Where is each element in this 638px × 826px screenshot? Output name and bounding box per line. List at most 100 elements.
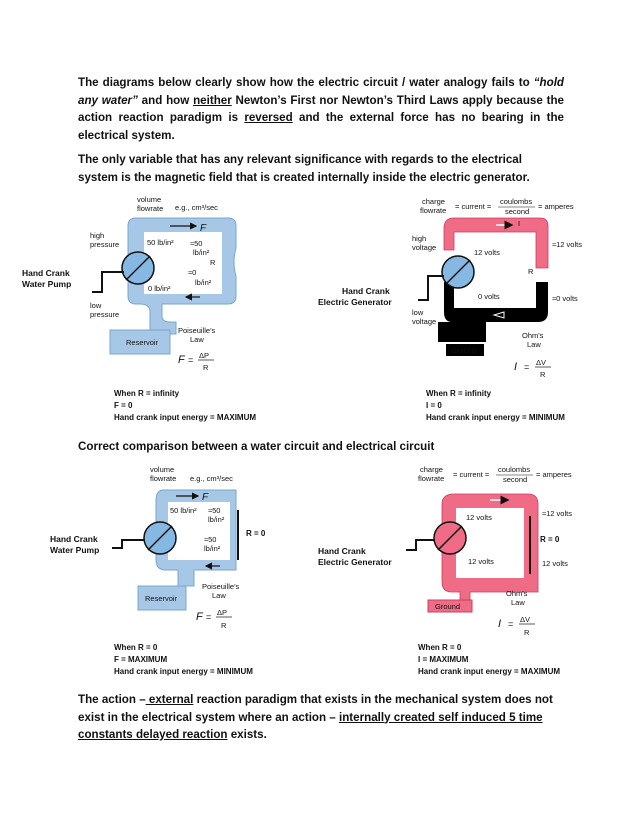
label-approx0: ≈0	[188, 268, 196, 277]
label-pump-1: Hand Crank	[50, 534, 98, 544]
intro-paragraph: The diagrams below clearly show how the …	[78, 76, 564, 142]
label-second: second	[503, 475, 527, 484]
label-r: R	[528, 267, 534, 276]
svg-text:=: =	[508, 619, 513, 629]
label-approx12v: ≈12 volts	[552, 240, 582, 249]
crank-handle-icon	[92, 271, 124, 293]
label-law-2: Law	[212, 591, 226, 600]
label-force: F	[202, 492, 209, 503]
label-approx50-unit: lb/in²	[193, 248, 210, 257]
label-pump-2: Water Pump	[22, 279, 71, 289]
label-approx50: ≈50	[208, 506, 220, 515]
label-12v-right: 12 volts	[542, 559, 568, 568]
label-approx12v: ≈12 volts	[542, 509, 572, 518]
label-reservoir: Reservoir	[126, 338, 159, 347]
wire-low	[438, 282, 548, 342]
wire-inner	[456, 508, 524, 578]
label-ground: Ground	[451, 346, 476, 355]
crank-handle-icon	[406, 539, 434, 551]
pump-rotor-icon	[147, 525, 173, 551]
label-gen-2: Electric Generator	[318, 297, 392, 307]
formula-lhs: I	[514, 361, 517, 373]
result-line-1: When R = infinity	[426, 389, 492, 398]
label-force: F	[200, 223, 207, 234]
ground-box	[427, 599, 473, 613]
label-volume: volume	[137, 195, 161, 204]
label-high: high	[412, 234, 426, 243]
label-p50: 50 lb/in²	[170, 506, 197, 515]
label-charge-flowrate: flowrate	[420, 206, 446, 215]
formula-lhs: F	[178, 354, 186, 366]
label-r0: R = 0	[246, 529, 266, 538]
label-current: I	[518, 219, 520, 228]
svg-text:=: =	[188, 355, 193, 365]
label-coulombs: coulombs	[498, 465, 530, 474]
result-line-2: F = 0	[114, 401, 133, 410]
comparison-heading: Correct comparison between a water circu…	[78, 440, 435, 453]
label-gen-2: Electric Generator	[318, 557, 392, 567]
pump-rotor-icon	[125, 255, 151, 281]
result-line-1: When R = 0	[418, 643, 462, 652]
formula-lhs: F	[196, 611, 204, 623]
label-eq: = current =	[455, 202, 492, 211]
reservoir	[109, 329, 171, 355]
water-circuit-top: volume flowrate e.g., cm³/sec F high pre…	[22, 195, 256, 422]
label-flowrate: flowrate	[137, 204, 163, 213]
label-coulombs: coulombs	[500, 197, 532, 206]
label-low-pressure: pressure	[90, 310, 119, 319]
label-ground: Ground	[435, 602, 460, 611]
label-approx50: ≈50	[190, 239, 202, 248]
label-second: second	[505, 207, 529, 216]
label-eq: = current =	[453, 470, 490, 479]
label-approx50b-unit: lb/in²	[204, 544, 221, 553]
formula-den: R	[221, 621, 227, 630]
formula-num: ΔV	[520, 615, 530, 624]
label-units: e.g., cm³/sec	[175, 203, 218, 212]
result-line-2: I = 0	[426, 401, 442, 410]
electric-circuit-bottom: charge flowrate = current = coulombs sec…	[318, 465, 572, 676]
result-line-3: Hand crank input energy = MAXIMUM	[114, 413, 256, 422]
return-arrow-icon	[492, 311, 505, 319]
label-12v-top: 12 volts	[466, 513, 492, 522]
label-r: R	[210, 258, 216, 267]
label-charge: charge	[422, 197, 445, 206]
formula-den: R	[540, 370, 546, 379]
svg-text:=: =	[524, 362, 529, 372]
label-law-2: Law	[511, 598, 525, 607]
label-approx0v: ≈0 volts	[552, 294, 578, 303]
label-pump-1: Hand Crank	[22, 268, 70, 278]
generator-rotor-icon	[437, 525, 463, 551]
label-r0: R = 0	[540, 535, 560, 544]
label-law: Poiseuille's	[178, 326, 216, 335]
label-low: low	[90, 301, 102, 310]
label-gen-1: Hand Crank	[342, 286, 390, 296]
result-line-3: Hand crank input energy = MINIMUM	[426, 413, 565, 422]
label-p50: 50 lb/in²	[147, 238, 174, 247]
label-flowrate: flowrate	[150, 474, 176, 483]
label-volume: volume	[150, 465, 174, 474]
label-amperes: = amperes	[538, 202, 574, 211]
conclusion-paragraph: The action – external reaction paradigm …	[78, 693, 553, 741]
label-charge-flowrate: flowrate	[418, 474, 444, 483]
reservoir	[137, 585, 187, 611]
result-line-3: Hand crank input energy = MINIMUM	[114, 667, 253, 676]
generator-rotor-icon	[445, 259, 471, 285]
label-law-2: Law	[190, 335, 204, 344]
label-approx50b: ≈50	[204, 535, 216, 544]
label-law: Ohm's	[522, 331, 544, 340]
label-law-2: Law	[527, 340, 541, 349]
formula-lhs: I	[498, 618, 501, 630]
formula-num: ΔP	[199, 351, 209, 360]
label-12v-bottom: 12 volts	[468, 557, 494, 566]
formula-num: ΔP	[217, 608, 227, 617]
result-line-2: I = MAXIMUM	[418, 655, 469, 664]
result-line-3: Hand crank input energy = MAXIMUM	[418, 667, 560, 676]
formula-den: R	[203, 363, 209, 372]
label-amperes: = amperes	[536, 470, 572, 479]
label-low: low	[412, 308, 424, 317]
formula-num: ΔV	[536, 358, 546, 367]
label-pump-2: Water Pump	[50, 545, 99, 555]
label-approx0-unit: lb/in²	[195, 278, 212, 287]
label-pressure: pressure	[90, 240, 119, 249]
result-line-2: F = MAXIMUM	[114, 655, 167, 664]
